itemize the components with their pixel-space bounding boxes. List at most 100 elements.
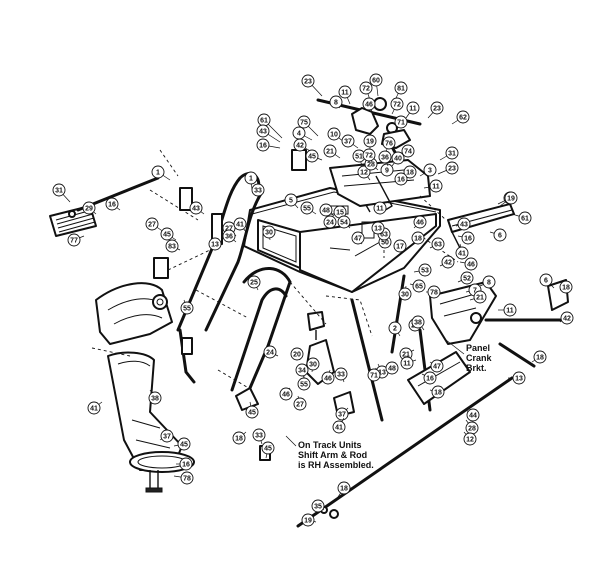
callout-number: 1 [156,170,160,177]
callout-circle [251,183,265,197]
callout-number: 8 [334,100,338,107]
note-line-2: Shift Arm & Rod [298,450,367,460]
callout: 71 [394,115,408,129]
callout-number: 18 [340,486,348,493]
callout: 31 [52,183,71,203]
callout-circle [464,257,478,271]
callout-number: 13 [211,242,219,249]
callout: 53 [413,263,432,277]
callout-number: 17 [396,244,404,251]
callout-circle [52,183,66,197]
callout-number: 48 [388,366,396,373]
callout: 27 [145,217,165,233]
callout: 37 [159,429,174,443]
callout-number: 47 [433,364,441,371]
callout-circle [382,136,396,150]
callout-circle [305,149,319,163]
callout-circle [301,74,315,88]
callout: 5 [284,193,299,209]
callout-circle [82,201,96,215]
callout-circle [378,150,392,164]
callout-circle [180,301,194,315]
callout: 44 [465,408,480,422]
callout-number: 63 [434,242,442,249]
callout-circle [403,165,417,179]
callout: 23 [301,74,323,97]
callout: 16 [457,231,475,245]
callout-number: 40 [394,156,402,163]
callout-number: 18 [536,355,544,362]
callout-circle [473,290,487,304]
callout-number: 16 [426,376,434,383]
callout-number: 23 [448,166,456,173]
note-line-2: Crank [466,353,493,363]
callout-circle [394,172,408,186]
callout-circle [460,271,474,285]
callout: 11 [498,303,517,317]
callout: 43 [189,201,205,215]
callout: 16 [421,371,437,385]
callout: 74 [399,144,415,161]
callout-number: 45 [180,442,188,449]
callout-number: 23 [433,106,441,113]
callout: 48 [319,203,335,217]
callout-number: 46 [365,102,373,109]
callout-number: 31 [448,151,456,158]
callout-number: 1 [249,176,253,183]
callout-number: 55 [300,382,308,389]
callout-number: 28 [468,426,476,433]
callout-number: 48 [322,208,330,215]
callout-number: 42 [444,260,452,267]
callout: 19 [363,134,377,150]
callout-circle [284,193,298,207]
callout-circle [297,115,311,129]
callout-number: 2 [393,326,397,333]
callout-circle [244,171,258,185]
note-leader [285,435,297,447]
callout-number: 16 [108,202,116,209]
callout: 34 [295,363,309,379]
callout-number: 71 [370,373,378,380]
callout: 30 [306,357,320,373]
callout: 21 [469,290,487,304]
callout-number: 24 [326,220,334,227]
callout-circle [151,165,165,179]
callout-circle [560,311,574,325]
callout-number: 10 [330,132,338,139]
callout: 77 [67,233,85,247]
callout-number: 18 [434,390,442,397]
callout: 21 [323,144,341,159]
spring-tube [447,203,515,253]
callout: 55 [300,201,317,215]
callout-circle [160,429,174,443]
callout-number: 62 [459,115,467,122]
callout: 3 [419,163,437,177]
callout-number: 20 [293,352,301,359]
callout-number: 29 [85,206,93,213]
callout-number: 19 [304,518,312,525]
callout-number: 16 [182,462,190,469]
callout: 1 [151,165,171,181]
callout: 2 [388,321,402,337]
callout-circle [457,217,471,231]
callout: 38 [411,315,425,331]
callout-number: 28 [367,162,375,169]
callout-circle [461,231,475,245]
callout: 13 [371,221,385,235]
callout-number: 74 [404,149,412,156]
callout-number: 21 [476,295,484,302]
callout-circle [323,215,337,229]
callout-number: 55 [183,306,191,313]
callout-number: 72 [362,86,370,93]
callout-circle [371,221,385,235]
callout: 72 [359,81,373,101]
callout-number: 37 [163,434,171,441]
knob [307,311,325,340]
callout-circle [335,407,349,421]
callout-circle [388,321,402,335]
callout-circle [293,138,307,152]
callout: 17 [393,239,407,253]
callout-number: 24 [266,350,274,357]
callout: 46 [413,215,427,229]
